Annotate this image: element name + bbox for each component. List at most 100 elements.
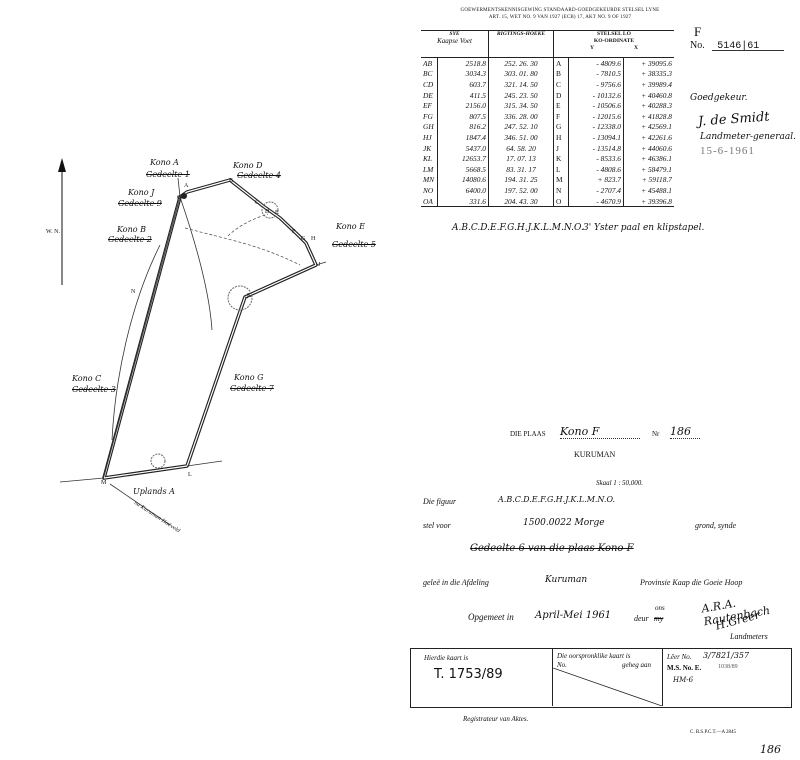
approval-stamp-date: 15-6-1961 xyxy=(700,145,755,157)
y-coord-cell: - 4670.9 xyxy=(568,195,624,207)
point-cell: C xyxy=(553,79,569,90)
point-cell: A xyxy=(553,57,569,69)
represents-label: stel voor xyxy=(423,521,451,530)
approval-label: Goedgekeur. xyxy=(690,93,748,103)
length-cell: 5437.0 xyxy=(437,142,489,154)
north-label: W. N. xyxy=(46,229,60,235)
side-cell: HJ xyxy=(421,132,438,143)
x-coord-cell: + 42261.6 xyxy=(641,132,672,142)
registrar-label: Registrateur van Aktes. xyxy=(463,715,529,723)
point-o: O xyxy=(177,195,182,201)
file-number-prefix: No. xyxy=(690,40,705,51)
point-c: C xyxy=(255,200,260,206)
page-number: 186 xyxy=(760,743,781,756)
attached-label: Hierdie kaart is xyxy=(424,654,469,662)
point-cell: G xyxy=(553,121,569,133)
file-letter: F xyxy=(694,24,702,39)
label-gedeelte-3: Gedeelte 3 xyxy=(72,385,116,394)
side-cell: EF xyxy=(421,100,438,111)
beacon-e-circle xyxy=(261,201,279,219)
direction-cell: 194. 31. 25 xyxy=(488,174,554,186)
label-gedeelte-1: Gedeelte 1 xyxy=(146,170,190,179)
footer-box xyxy=(410,648,792,708)
direction-cell: 346. 51. 00 xyxy=(488,132,554,143)
file-value: 3/7821/357 xyxy=(703,651,750,660)
direction-cell: 17. 07. 13 xyxy=(488,153,554,164)
footer-divider-2 xyxy=(662,648,663,706)
scale-label: Skaal 1 : xyxy=(596,479,621,487)
point-cell: D xyxy=(553,89,569,101)
x-coord-cell: + 58479.1 xyxy=(641,164,672,174)
farm-district: KURUMAN xyxy=(574,450,616,459)
farm-name: Kono F xyxy=(560,425,640,439)
approval-title: Landmeter-generaal. xyxy=(700,132,797,142)
x-coord-cell: + 39396.8 xyxy=(641,196,672,206)
length-cell: 3034.3 xyxy=(437,68,489,80)
x-coord-cell: + 40460.8 xyxy=(641,90,672,100)
label-kono-e: Kono E xyxy=(336,222,365,231)
location-label: geleë in die Afdeling xyxy=(423,578,489,587)
length-cell: 1847.4 xyxy=(437,132,489,143)
represents-ground: grond, synde xyxy=(695,521,737,530)
side-cell: MN xyxy=(421,174,438,186)
x-coord-cell: + 38335.3 xyxy=(641,69,672,79)
beacon-points: A.B.C.D.E.F.G.H.J.K.L.M.N.O. xyxy=(452,223,584,233)
y-coord-cell: - 4809.6 xyxy=(568,57,624,69)
direction-cell: 336. 28. 00 xyxy=(488,110,554,122)
direction-cell: 83. 31. 17 xyxy=(488,163,554,175)
length-cell: 12653.7 xyxy=(437,153,489,164)
surveyed-by-mark: ons xyxy=(655,604,665,612)
point-cell: L xyxy=(553,163,569,175)
label-kono-c: Kono C xyxy=(72,374,102,383)
side-cell: BC xyxy=(421,68,438,80)
label-gedeelte-9: Gedeelte 9 xyxy=(118,199,162,208)
x-coord-cell: + 45488.1 xyxy=(641,185,672,195)
label-gedeelte-2: Gedeelte 2 xyxy=(108,235,152,244)
direction-cell: 321. 14. 50 xyxy=(488,79,554,90)
point-m: M xyxy=(101,480,107,486)
farm-nr-label: Nr xyxy=(652,430,660,438)
original-attached: geheg aan xyxy=(622,661,651,669)
point-g: G xyxy=(301,236,306,242)
adjacent-boundaries xyxy=(59,177,327,526)
side-cell: GH xyxy=(421,121,438,133)
point-f: F xyxy=(292,229,296,235)
farm-number: 186 xyxy=(670,425,700,439)
y-coord-cell: - 12338.0 xyxy=(568,121,624,133)
direction-cell: 247. 52. 10 xyxy=(488,121,554,133)
length-cell: 603.7 xyxy=(437,79,489,90)
side-cell: LM xyxy=(421,163,438,175)
length-cell: 816.2 xyxy=(437,121,489,133)
direction-cell: 245. 23. 50 xyxy=(488,89,554,101)
point-cell: B xyxy=(553,68,569,80)
point-cell: K xyxy=(553,153,569,164)
surveyed-date: April-Mei 1961 xyxy=(535,610,612,621)
farm-label: DIE PLAAS xyxy=(510,430,546,438)
y-coord-cell: - 9756.6 xyxy=(568,79,624,90)
hm-code: HM-6 xyxy=(673,676,694,684)
label-kono-d: Kono D xyxy=(233,161,263,170)
x-coord-cell: + 40288.3 xyxy=(641,101,672,111)
length-cell: 5668.5 xyxy=(437,163,489,175)
beacon-circle xyxy=(150,453,166,469)
file-number-value: 5146|61 xyxy=(717,41,760,52)
length-cell: 331.6 xyxy=(437,195,489,207)
y-coord-cell: - 10132.6 xyxy=(568,89,624,101)
side-cell: CD xyxy=(421,79,438,90)
file-label: Lêer No. xyxy=(667,653,692,661)
side-cell: JK xyxy=(421,142,438,154)
surveyed-title: Landmeters xyxy=(730,632,768,641)
direction-cell: 64. 58. 20 xyxy=(488,142,554,154)
direction-cell: 315. 34. 50 xyxy=(488,100,554,111)
